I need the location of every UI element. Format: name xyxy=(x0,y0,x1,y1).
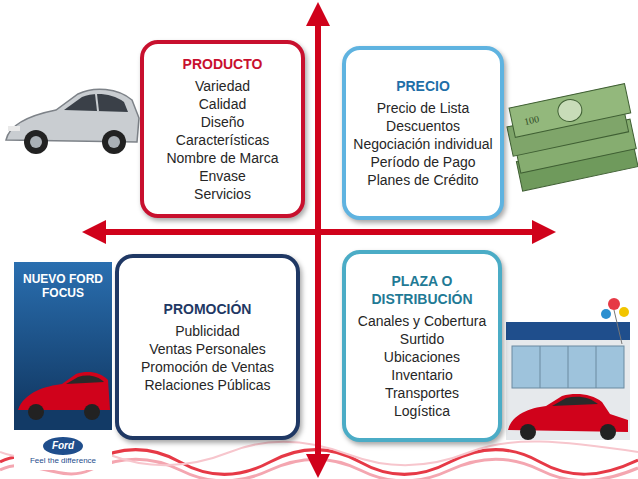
mix-box: PLAZA O DISTRIBUCIÓN Canales y CoberturaS… xyxy=(342,250,502,442)
money-picture: 100 xyxy=(503,84,638,192)
list-item: Ubicaciones xyxy=(352,348,492,366)
poster-text: Feel the difference xyxy=(14,456,112,466)
list-item: Transportes xyxy=(352,384,492,402)
list-item: Logística xyxy=(352,402,492,420)
poster-text: NUEVO FORD FOCUS xyxy=(16,272,110,300)
mix-box: PROMOCIÓN PublicidadVentas PersonalesProm… xyxy=(115,254,300,440)
list-item: Calidad xyxy=(150,95,295,113)
list-item: Precio de Lista xyxy=(352,99,494,117)
list-item: Promoción de Ventas xyxy=(125,358,290,376)
box-content: PRODUCTO VariedadCalidadDiseñoCaracteríst… xyxy=(150,55,295,203)
car-picture xyxy=(6,89,139,154)
list-item: Nombre de Marca xyxy=(150,149,295,167)
box-title: PLAZA O DISTRIBUCIÓN xyxy=(352,272,492,308)
list-item: Planes de Crédito xyxy=(352,171,494,189)
list-item: Envase xyxy=(150,167,295,185)
dealership-picture xyxy=(506,298,630,440)
list-item: Descuentos xyxy=(352,117,494,135)
ad-poster xyxy=(14,262,112,470)
list-item: Inventario xyxy=(352,366,492,384)
axis-arrow xyxy=(94,229,544,235)
box-content: PLAZA O DISTRIBUCIÓN Canales y CoberturaS… xyxy=(352,272,492,420)
axis-arrow xyxy=(315,14,321,466)
list-item: Características xyxy=(150,131,295,149)
box-title: PRODUCTO xyxy=(150,55,295,73)
list-item: Servicios xyxy=(150,185,295,203)
box-title: PRECIO xyxy=(352,77,494,95)
bill-mark: 100 xyxy=(523,113,540,127)
poster-text: Ford xyxy=(43,439,83,453)
box-content: PROMOCIÓN PublicidadVentas PersonalesProm… xyxy=(125,300,290,394)
list-item: Surtido xyxy=(352,330,492,348)
list-item: Relaciones Públicas xyxy=(125,376,290,394)
list-item: Variedad xyxy=(150,77,295,95)
box-content: PRECIO Precio de ListaDescuentosNegociaci… xyxy=(352,77,494,189)
list-item: Ventas Personales xyxy=(125,340,290,358)
list-item: Publicidad xyxy=(125,322,290,340)
box-title: PROMOCIÓN xyxy=(125,300,290,318)
list-item: Período de Pago xyxy=(352,153,494,171)
list-item: Diseño xyxy=(150,113,295,131)
list-item: Negociación individual xyxy=(352,135,494,153)
mix-box: PRECIO Precio de ListaDescuentosNegociaci… xyxy=(342,46,504,220)
mix-box: PRODUCTO VariedadCalidadDiseñoCaracteríst… xyxy=(140,40,305,218)
list-item: Canales y Cobertura xyxy=(352,312,492,330)
